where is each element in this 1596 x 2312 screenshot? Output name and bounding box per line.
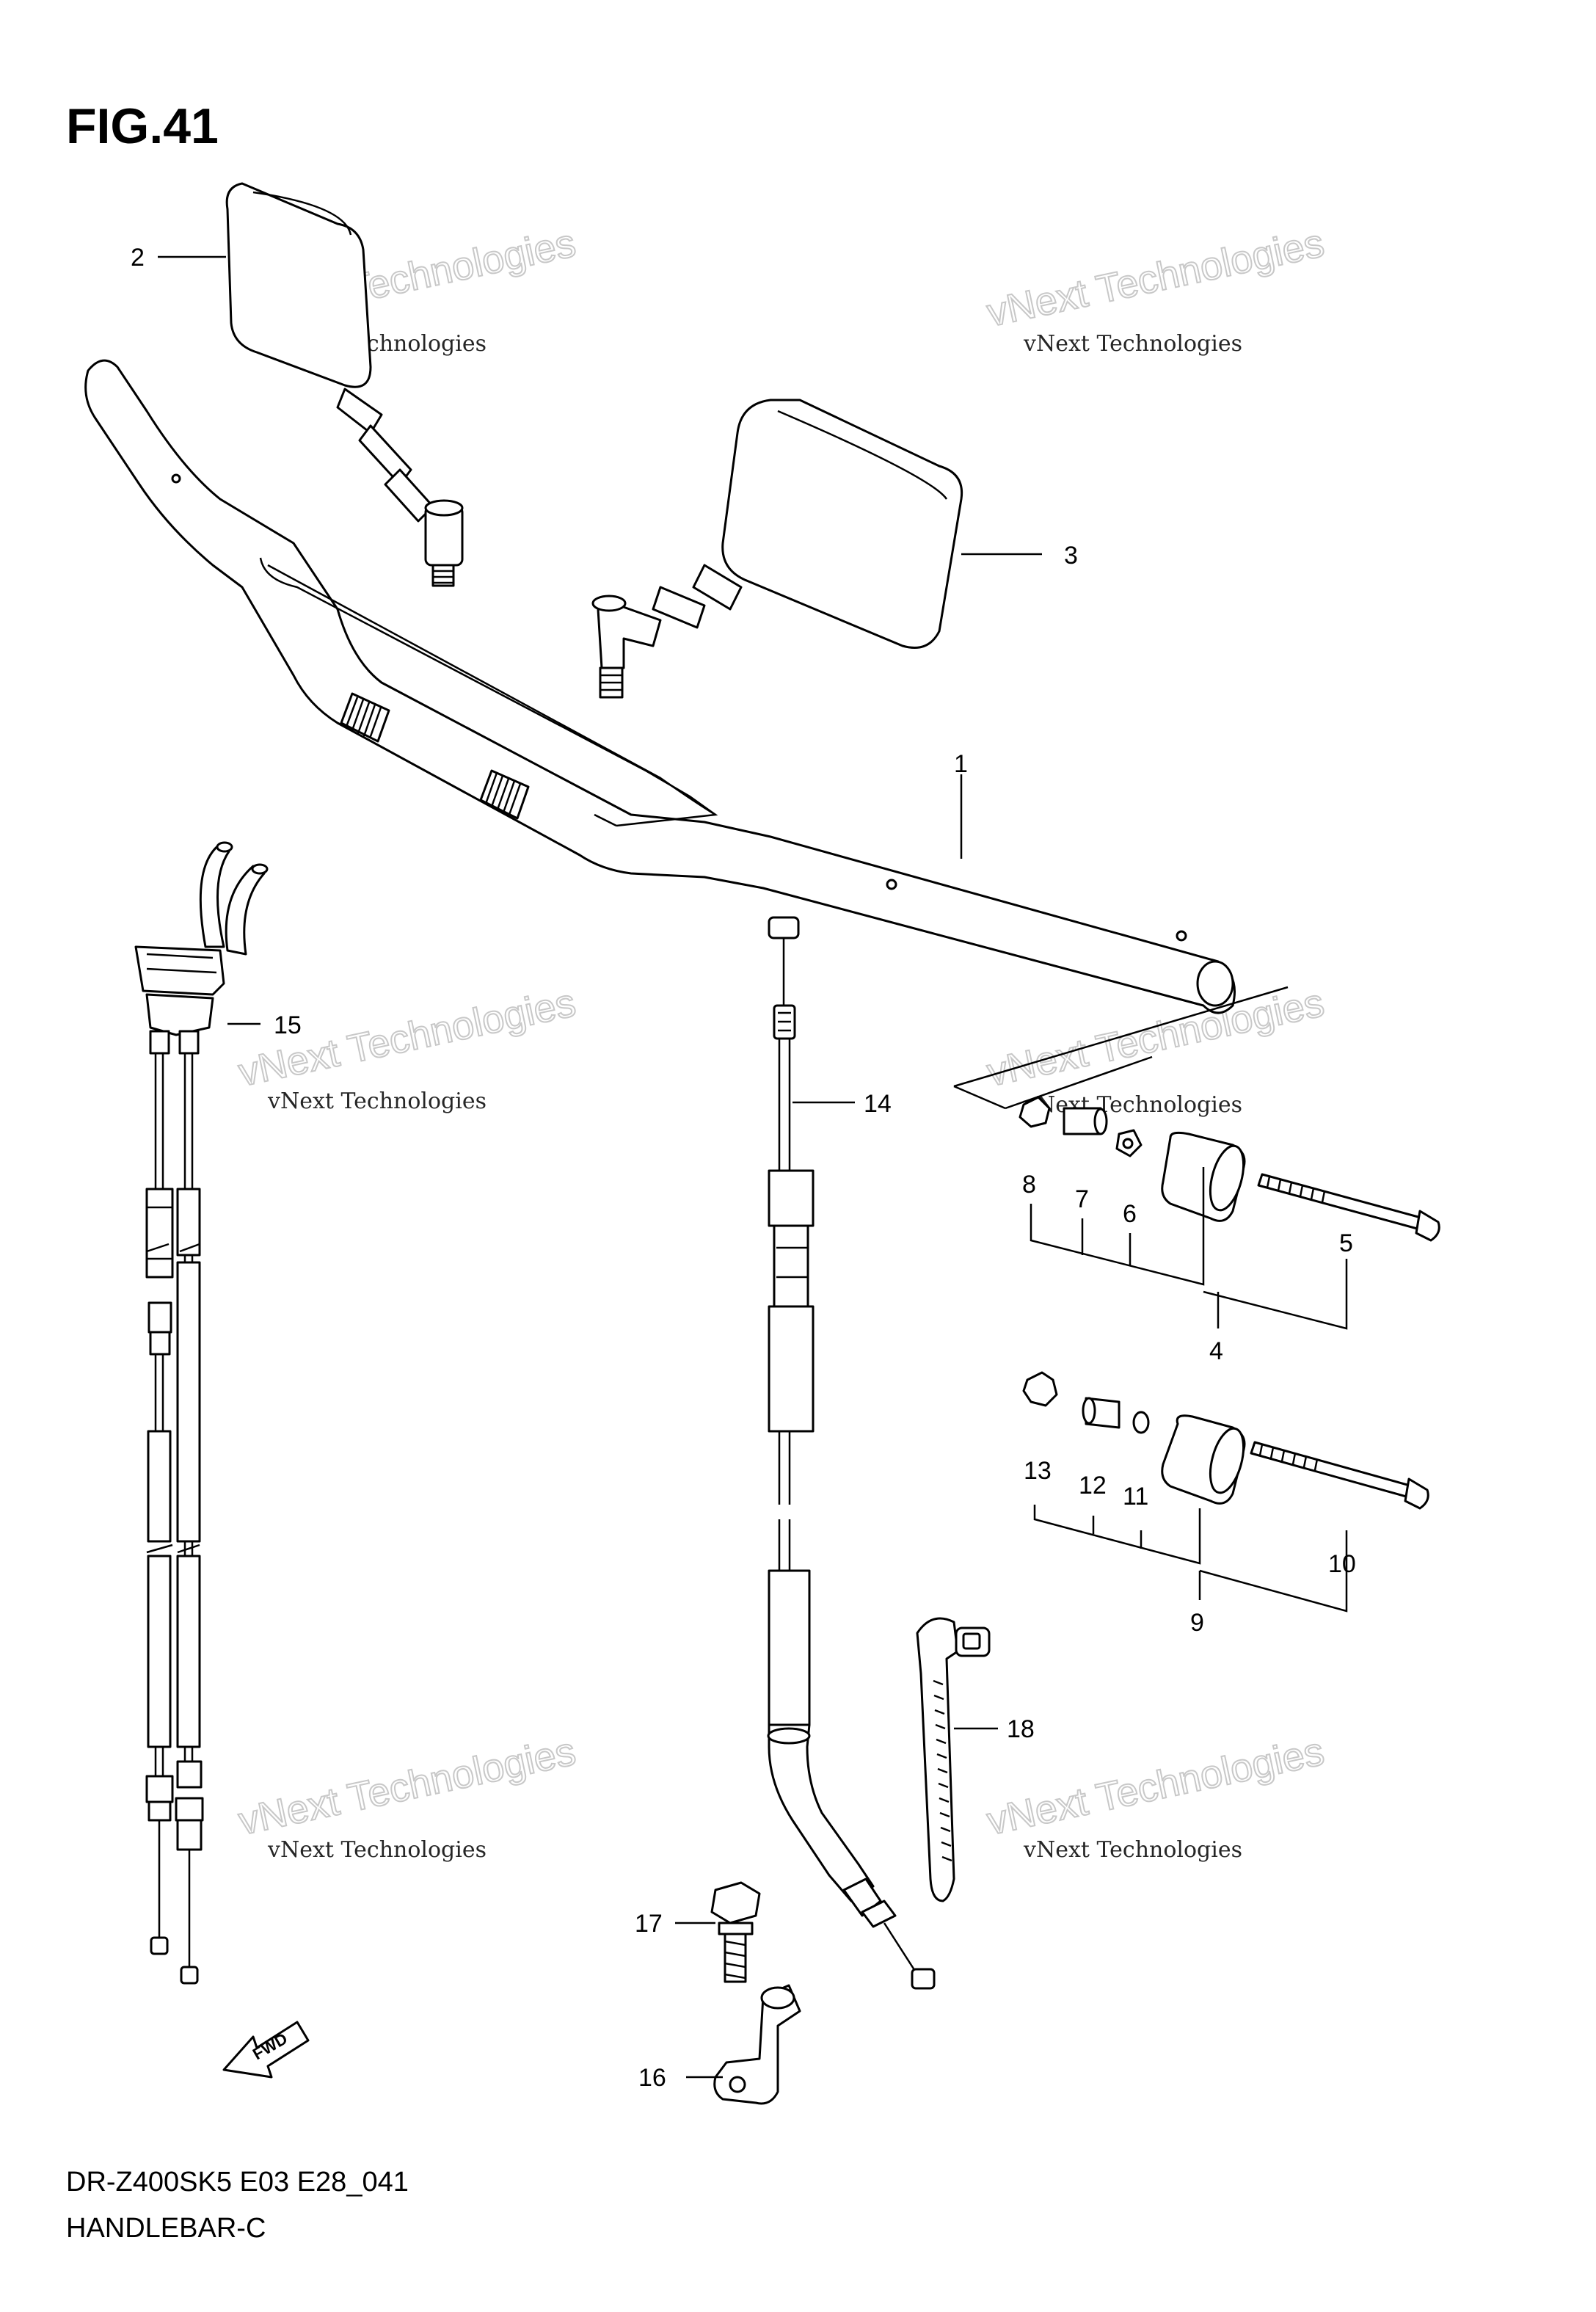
watermark-large: vNext Technologies xyxy=(983,981,1328,1095)
callout-4: 4 xyxy=(1209,1337,1223,1365)
callout-9: 9 xyxy=(1190,1609,1204,1637)
watermark-small: vNext Technologies xyxy=(267,1837,487,1863)
cable-tie xyxy=(916,1617,991,1902)
callout-18: 18 xyxy=(1007,1715,1035,1743)
watermark-large: vNext Technologies xyxy=(235,1729,580,1844)
callout-12: 12 xyxy=(1079,1472,1107,1499)
callout-1: 1 xyxy=(954,750,968,778)
callouts: 1 2 3 4 5 6 7 8 9 10 11 12 13 14 15 16 1… xyxy=(131,244,1356,2092)
watermark-small: vNext Technologies xyxy=(267,1088,487,1114)
callout-3: 3 xyxy=(1064,542,1078,570)
callout-14: 14 xyxy=(864,1090,892,1118)
figure-title: FIG.41 xyxy=(66,98,219,154)
balancer-lower xyxy=(1022,1371,1429,1613)
callout-7: 7 xyxy=(1075,1185,1089,1213)
leader-lines xyxy=(158,255,1042,2079)
callout-5: 5 xyxy=(1339,1229,1353,1257)
watermark-large: vNext Technologies xyxy=(983,1729,1328,1844)
callout-13: 13 xyxy=(1024,1457,1052,1485)
callout-10: 10 xyxy=(1328,1550,1356,1578)
callout-8: 8 xyxy=(1022,1171,1036,1199)
clutch-cable xyxy=(767,916,936,1990)
throttle-cables xyxy=(134,841,269,1985)
clamp xyxy=(713,1984,801,2105)
fwd-arrow: FWD xyxy=(222,2021,310,2079)
watermark-large: vNext Technologies xyxy=(983,221,1328,335)
figure-code: DR-Z400SK5 E03 E28_041 xyxy=(66,2167,409,2198)
watermark-small: vNext Technologies xyxy=(1023,331,1242,357)
callout-6: 6 xyxy=(1123,1200,1137,1228)
handlebar xyxy=(84,359,1236,1014)
callout-16: 16 xyxy=(638,2064,666,2092)
balancer-upper xyxy=(953,986,1440,1330)
figure-name: HANDLEBAR-C xyxy=(66,2213,266,2244)
watermark-small: vNext Technologies xyxy=(1023,1837,1242,1863)
callout-2: 2 xyxy=(131,244,145,272)
callout-17: 17 xyxy=(635,1910,663,1938)
mirror-left xyxy=(225,182,464,587)
mirror-right xyxy=(591,399,963,699)
bolt xyxy=(710,1881,761,1983)
watermark-small: vNext Technologies xyxy=(1023,1092,1242,1118)
callout-15: 15 xyxy=(274,1011,302,1039)
callout-11: 11 xyxy=(1123,1483,1148,1511)
